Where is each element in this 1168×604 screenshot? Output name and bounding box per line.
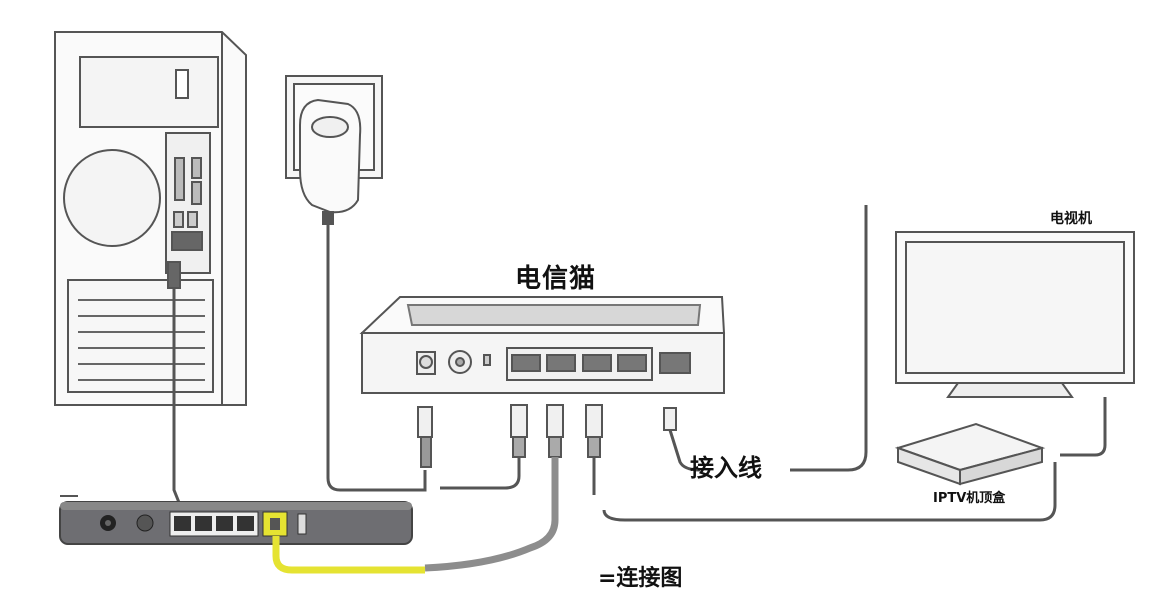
cable-plug-icon — [417, 404, 677, 468]
incoming-line-label: 接入线 — [690, 454, 762, 482]
iptv-cable — [602, 462, 1057, 522]
router-link-cable — [440, 457, 521, 490]
diagram-caption: =连接图 — [598, 566, 683, 591]
tv-label: 电视机 — [1050, 211, 1092, 227]
iptv-set-top-box — [894, 422, 1046, 486]
power-adapter-icon — [299, 98, 362, 225]
wifi-router — [59, 495, 413, 545]
telecom-modem — [359, 296, 726, 394]
power-cable — [326, 224, 427, 492]
pc-ethernet-cable — [172, 288, 182, 506]
yellow-wan-cable — [272, 536, 425, 574]
tv-cable — [1060, 397, 1107, 457]
ethernet-port-icon — [174, 516, 254, 531]
television — [895, 231, 1135, 398]
ethernet-port-icon — [511, 352, 691, 374]
pc-tower — [54, 31, 247, 406]
incoming-line — [790, 205, 868, 472]
iptv-box-label: IPTV机顶盒 — [933, 491, 1006, 506]
gray-cable — [424, 457, 559, 572]
modem-label: 电信猫 — [515, 264, 597, 294]
phone-line-cable — [668, 429, 701, 472]
